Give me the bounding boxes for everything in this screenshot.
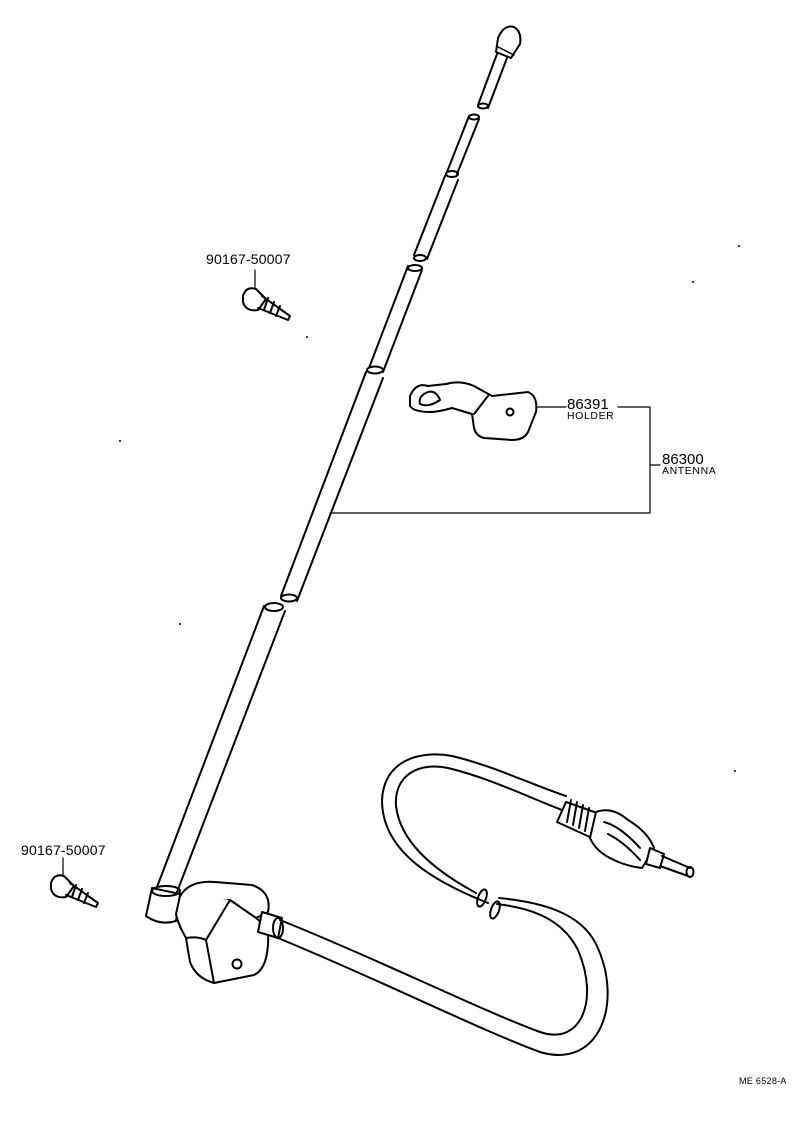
drawing-code: ME 6528-A [739,1076,787,1086]
antenna-segment-6 [156,605,286,893]
holder-bracket-icon [409,381,538,441]
screw-icon [242,287,291,321]
screw-bottom-part-number: 90167-50007 [21,842,106,858]
antenna-tip-cap [495,25,522,59]
antenna-base-mount-icon [175,880,284,984]
antenna-base-collar [145,887,181,924]
leader-lines [62,269,661,876]
antenna-part-number: 86300 [662,451,704,468]
stray-dots [119,245,740,772]
screw-top-part-number: 90167-50007 [206,251,291,267]
antenna-segment-5 [280,371,384,602]
holder-part-name: HOLDER [567,410,615,422]
antenna-plug-connector-icon [556,799,695,878]
antenna-part-name: ANTENNA [662,465,717,477]
antenna-segment-3 [413,175,459,260]
screw-icon [50,874,99,908]
antenna-segment-4 [368,265,423,373]
holder-part-number: 86391 [567,396,609,413]
antenna-cable-icon [277,753,609,1056]
antenna-segment-2 [446,115,480,175]
antenna-top-rod [477,53,508,109]
telescopic-antenna-icon [145,25,522,924]
